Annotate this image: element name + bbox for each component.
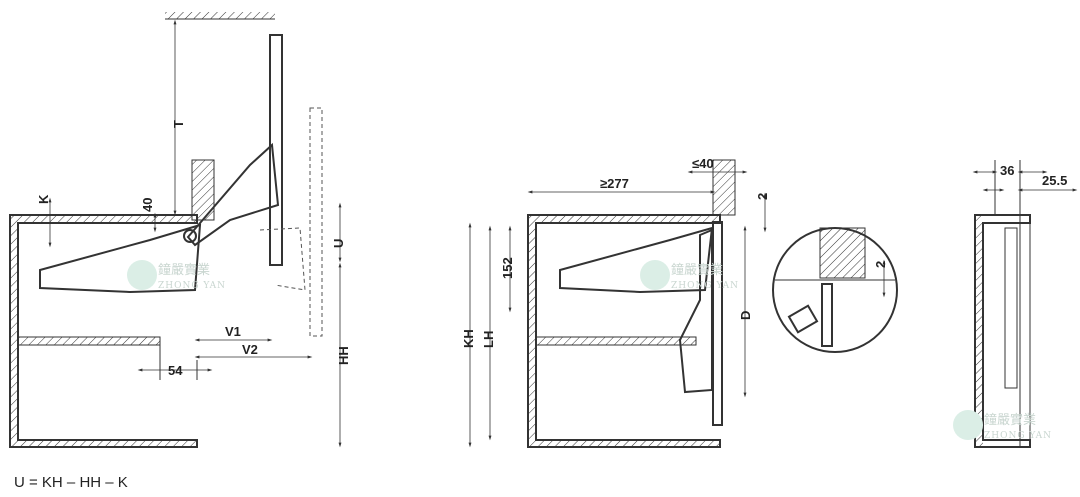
mechanism-side (1004, 227, 1018, 389)
right-view: 36 25.5 (972, 160, 1078, 448)
svg-text:鐘嚴實業: 鐘嚴實業 (984, 412, 1036, 428)
svg-text:鐘嚴實業: 鐘嚴實業 (158, 262, 210, 278)
dim-d: D (738, 311, 753, 320)
door-open (269, 34, 283, 266)
wall-block (712, 159, 736, 216)
dim-u: U (331, 239, 346, 248)
shelf (17, 336, 161, 346)
svg-text:ZHONG YAN: ZHONG YAN (984, 431, 1052, 441)
dim-lh: LH (481, 331, 496, 348)
dim-v2: V2 (242, 342, 258, 357)
dim-40: 40 (140, 198, 155, 212)
watermark-logo: 鐘嚴實業 ZHONG YAN (640, 260, 739, 291)
lift-arm (186, 142, 280, 247)
dim-t: T (171, 120, 186, 128)
door-ghost (309, 107, 323, 337)
dim-v1: V1 (225, 324, 241, 339)
svg-text:ZHONG YAN: ZHONG YAN (671, 281, 739, 291)
dim-152: 152 (500, 257, 515, 279)
dim-25-5: 25.5 (1042, 173, 1067, 188)
dim-kh: KH (461, 329, 476, 348)
dim-2: 2 (755, 193, 770, 200)
dim-36: 36 (1000, 163, 1014, 178)
detail-dim-2: 2 (873, 261, 888, 268)
formula: U = KH – HH – K (14, 474, 128, 491)
door-closed (712, 221, 723, 426)
lift-mechanism-housing (39, 223, 202, 294)
svg-text:ZHONG YAN: ZHONG YAN (158, 281, 226, 291)
dim-hh: HH (336, 346, 351, 365)
dim-le40: ≤40 (692, 156, 714, 171)
dim-54: 54 (168, 363, 183, 378)
dim-k: K (36, 194, 51, 204)
watermark-logo: 鐘嚴實業 ZHONG YAN (127, 260, 226, 291)
dim-ge277: ≥277 (600, 176, 629, 191)
left-view: T K 40 U HH V1 V2 54 U = KH – HH – K (9, 12, 351, 491)
lift-arm-closed (678, 228, 713, 394)
ceiling (165, 12, 275, 19)
cabinet-body (9, 214, 198, 448)
svg-text:鐘嚴實業: 鐘嚴實業 (671, 262, 723, 278)
watermark-logo: 鐘嚴實業 ZHONG YAN (953, 410, 1052, 441)
middle-view: KH LH 152 D ≥277 ≤40 2 2 (461, 156, 898, 448)
